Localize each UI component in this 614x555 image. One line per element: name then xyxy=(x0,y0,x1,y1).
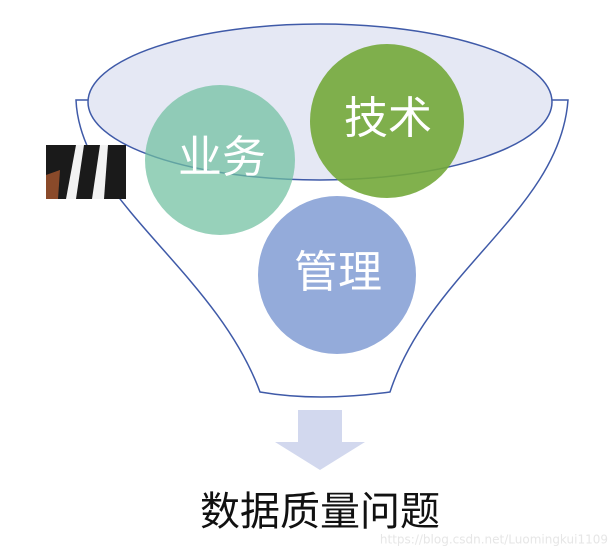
circle-management xyxy=(258,196,416,354)
circle-technology xyxy=(310,44,464,198)
circle-label-technology: 技术 xyxy=(344,93,432,144)
caption: 数据质量问题 xyxy=(200,489,440,535)
zebra-stripes-thumbnail xyxy=(46,145,126,199)
watermark: https://blog.csdn.net/Luomingkui1109 xyxy=(380,533,608,547)
down-arrow-icon xyxy=(275,410,365,470)
circle-label-management: 管理 xyxy=(294,247,382,298)
circle-business xyxy=(145,85,295,235)
circle-label-business: 业务 xyxy=(178,132,266,183)
